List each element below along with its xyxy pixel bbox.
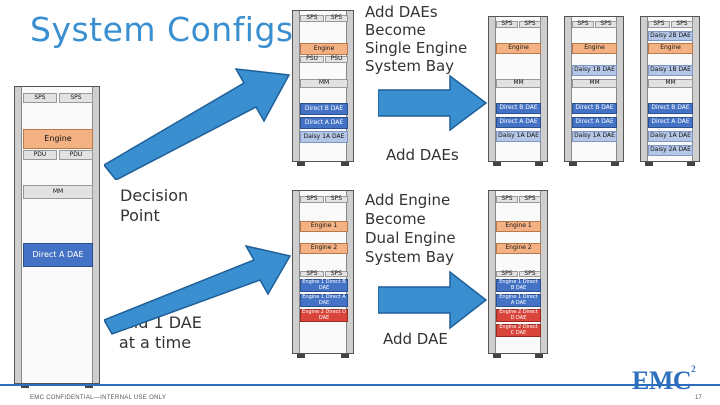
management-module-unit: MM: [23, 185, 93, 199]
single-engine-rack-full: SPS SPS Engine MM Direct B DAE Direct A …: [488, 16, 548, 166]
management-module-unit: MM: [496, 79, 541, 88]
daisy-1a-dae-unit: Daisy 1A DAE: [300, 131, 348, 143]
management-module-unit: MM: [648, 79, 693, 88]
direct-b-dae-unit: Direct B DAE: [300, 103, 348, 115]
engine-unit: Engine: [648, 43, 693, 54]
upgrade-arrow-icon: [104, 55, 294, 180]
daisy-1a-dae-unit: Daisy 1A DAE: [572, 131, 617, 142]
add-dae-arrow-icon: [378, 270, 488, 330]
confidentiality-note: EMC CONFIDENTIAL—INTERNAL USE ONLY: [30, 395, 167, 401]
engine-1-unit: Engine 1: [300, 221, 348, 232]
sps-unit: SPS: [519, 270, 541, 277]
daisy-1a-dae-unit: Daisy 1A DAE: [496, 131, 541, 142]
direct-a-dae-unit: Direct A DAE: [23, 243, 93, 267]
sps-unit: SPS: [59, 93, 93, 103]
base-system-bay-rack: SPS SPS Engine PDU PDU MM Direct A DAE: [14, 86, 100, 388]
direct-b-dae-unit: Direct B DAE: [572, 103, 617, 114]
dual-engine-rack-full: SPS SPS Engine 1 Engine 2 SPS SPS Engine…: [488, 190, 548, 358]
daisy-2b-dae-unit: Daisy 2B DAE: [648, 31, 693, 41]
add-daes-caption: Add DAEs: [386, 146, 459, 164]
management-module-unit: MM: [300, 79, 348, 88]
slide-title: System Configs: [30, 10, 294, 49]
engine-2-unit: Engine 2: [300, 243, 348, 254]
upgrade-arrow-icon: [104, 240, 294, 335]
engine-unit: Engine: [572, 43, 617, 54]
daisy-1a-dae-unit: Daisy 1A DAE: [648, 131, 693, 142]
engine-1-direct-b-dae-unit: Engine 1 Direct B DAE: [300, 279, 348, 292]
engine-2-direct-c-dae-unit: Engine 2 Direct C DAE: [496, 324, 541, 337]
engine-unit: Engine: [300, 43, 348, 55]
engine-1-direct-b-dae-unit: Engine 1 Direct B DAE: [496, 279, 541, 292]
add-daes-arrow-icon: [378, 74, 488, 132]
engine-unit: Engine: [23, 129, 93, 149]
engine-1-unit: Engine 1: [496, 221, 541, 232]
sps-unit: SPS: [325, 196, 348, 203]
direct-a-dae-unit: Direct A DAE: [572, 117, 617, 128]
psu-unit: PSU: [300, 56, 324, 63]
sps-unit: SPS: [300, 196, 324, 203]
sps-unit: SPS: [496, 196, 518, 203]
engine-2-direct-d-dae-unit: Engine 2 Direct D DAE: [496, 309, 541, 322]
pdu-unit: PDU: [59, 150, 93, 160]
psu-unit: PSU: [325, 56, 348, 63]
daisy-2a-dae-unit: Daisy 2A DAE: [648, 145, 693, 156]
sps-unit: SPS: [519, 196, 541, 203]
daisy-1b-dae-unit: Daisy 1B DAE: [648, 65, 693, 76]
engine-1-direct-a-dae-unit: Engine 1 Direct A DAE: [300, 294, 348, 307]
sps-unit: SPS: [519, 21, 541, 28]
engine-2-unit: Engine 2: [496, 243, 541, 254]
management-module-unit: MM: [572, 79, 617, 88]
single-engine-rack-full: SPS SPS Daisy 2B DAE Engine Daisy 1B DAE…: [640, 16, 700, 166]
sps-unit: SPS: [572, 21, 594, 28]
engine-1-direct-a-dae-unit: Engine 1 Direct A DAE: [496, 294, 541, 307]
sps-unit: SPS: [496, 270, 518, 277]
direct-a-dae-unit: Direct A DAE: [496, 117, 541, 128]
sps-unit: SPS: [671, 21, 693, 28]
direct-b-dae-unit: Direct B DAE: [648, 103, 693, 114]
page-number: 17: [695, 395, 702, 401]
daisy-1b-dae-unit: Daisy 1B DAE: [572, 65, 617, 76]
add-dae-caption: Add DAE: [383, 330, 448, 348]
direct-b-dae-unit: Direct B DAE: [496, 103, 541, 114]
direct-a-dae-unit: Direct A DAE: [648, 117, 693, 128]
single-engine-rack-full: SPS SPS Engine Daisy 1B DAE MM Direct B …: [564, 16, 624, 166]
engine-unit: Engine: [496, 43, 541, 54]
sps-unit: SPS: [496, 21, 518, 28]
dual-engine-rack: SPS SPS Engine 1 Engine 2 SPS SPS Engine…: [292, 190, 354, 358]
pdu-unit: PDU: [23, 150, 57, 160]
footer-divider: [0, 384, 720, 386]
single-engine-rack: SPS SPS Engine PSU PSU MM Direct B DAE D…: [292, 10, 354, 166]
direct-a-dae-unit: Direct A DAE: [300, 117, 348, 129]
sps-unit: SPS: [300, 15, 324, 22]
sps-unit: SPS: [325, 15, 348, 22]
sps-unit: SPS: [648, 21, 670, 28]
emc-logo: EMC2: [632, 364, 696, 395]
sps-unit: SPS: [325, 270, 348, 277]
sps-unit: SPS: [300, 270, 324, 277]
sps-unit: SPS: [595, 21, 617, 28]
engine-2-direct-d-dae-unit: Engine 2 Direct D DAE: [300, 309, 348, 322]
sps-unit: SPS: [23, 93, 57, 103]
